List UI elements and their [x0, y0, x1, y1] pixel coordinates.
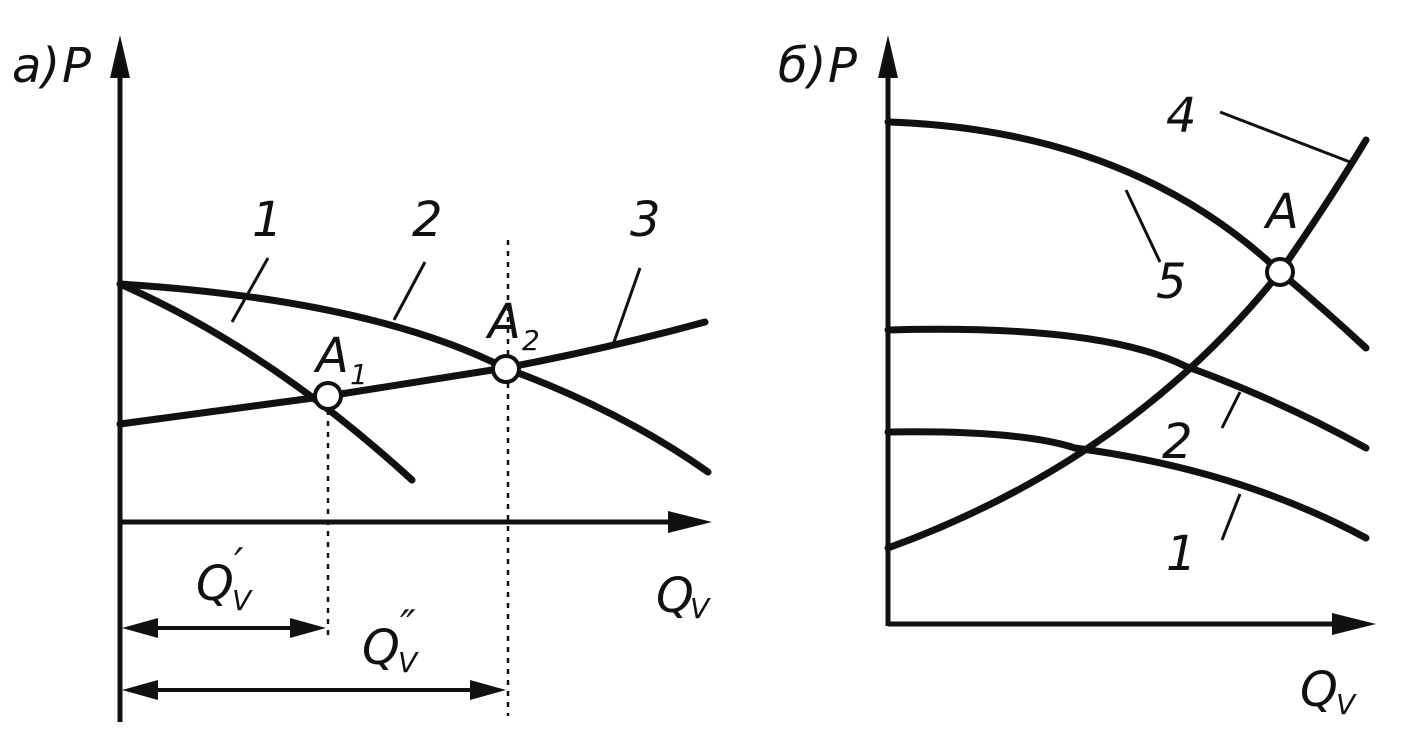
panel-b-tag: б)	[778, 38, 826, 94]
panel-a-dim-q2-sub: V	[398, 646, 419, 679]
panel-b-x-label-sub: V	[1336, 688, 1357, 721]
panel-b-y-label: P	[828, 38, 857, 94]
panel-b-curve-2-label: 2	[1162, 414, 1193, 470]
panel-b-point-a-label: A	[1263, 184, 1299, 240]
panel-a-dim-q1-prime: ′	[234, 539, 244, 588]
panel-a-dim-q1-arrow-left	[122, 618, 158, 638]
panel-a-x-label-sub: V	[690, 592, 711, 625]
panel-b-curve-1	[884, 428, 1370, 542]
panel-a-dim-q1-arrow-right	[290, 618, 326, 638]
panel-a-curve-1	[116, 280, 416, 484]
panel-a-dim-q2-prime: ″	[400, 601, 416, 650]
panel-b-curve-4	[884, 136, 1370, 552]
panel-a-tag: а)	[12, 38, 60, 94]
panel-a-dim-q2-arrow-right	[470, 680, 506, 700]
panel-a-dim-q1-sub: V	[232, 584, 253, 617]
panel-a-dim-q1-label: Q	[196, 556, 234, 612]
panel-a-point-a2-sub: 2	[522, 324, 540, 357]
panel-a-point-a2-label: A	[485, 294, 521, 350]
panel-a-dim-q2-label: Q	[362, 620, 400, 676]
panel-b-leader-5	[1124, 189, 1162, 263]
panel-a-curve-3	[116, 318, 709, 428]
panel-a-curve-2-label: 2	[412, 192, 443, 248]
panel-a-leader-1	[230, 257, 270, 323]
panel-a-leader-2	[392, 261, 427, 321]
panel-a-x-label: Q	[656, 568, 694, 624]
panel-a-y-arrowhead	[110, 35, 130, 78]
panel-b: б) P Q V 4 5 2 1 A	[778, 35, 1376, 721]
panel-b-curve-1-label: 1	[1166, 526, 1197, 582]
panel-a-curve-2	[116, 280, 712, 476]
panel-b-curve-2	[884, 325, 1370, 452]
panel-b-leader-4	[1219, 110, 1351, 164]
panel-a-point-a1	[313, 381, 343, 411]
panel-b-x-label: Q	[1300, 662, 1338, 718]
panel-b-curve-5-label: 5	[1156, 254, 1187, 310]
panel-b-y-arrowhead	[878, 35, 898, 78]
panel-b-x-arrowhead	[1332, 613, 1376, 635]
panel-a-curve-1-label: 1	[252, 192, 283, 248]
panel-a-x-arrowhead	[668, 511, 712, 533]
panel-a-point-a1-sub: 1	[350, 358, 368, 391]
panel-a-curve-3-label: 3	[630, 192, 661, 248]
panel-b-leader-2	[1220, 391, 1242, 429]
panel-a: а) P Q V 1 2 3 A 1 A 2 Q V ′	[12, 35, 712, 722]
panel-b-point-a	[1265, 257, 1295, 287]
panel-a-point-a2	[491, 354, 521, 384]
panel-a-point-a1-label: A	[313, 328, 349, 384]
panel-a-y-label: P	[62, 38, 91, 94]
panel-b-curve-5	[884, 118, 1370, 352]
panel-b-leader-1	[1220, 493, 1242, 541]
panel-a-dim-q2-arrow-left	[122, 680, 158, 700]
panel-a-leader-3	[612, 267, 642, 343]
panel-b-curve-4-label: 4	[1166, 88, 1197, 144]
